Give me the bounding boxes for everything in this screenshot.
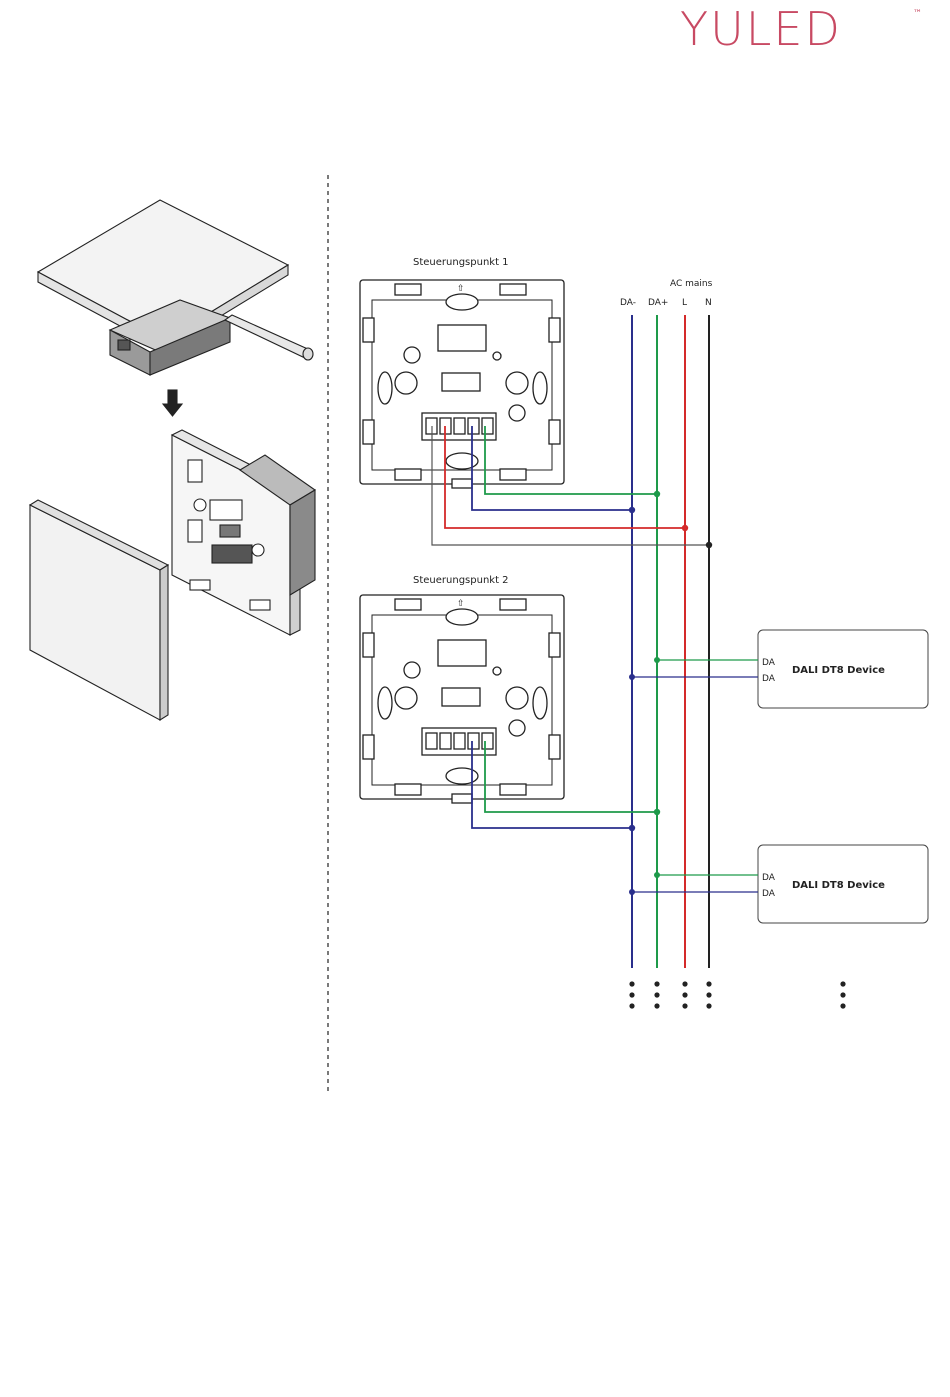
controller-1-label: Steuerungspunkt 1	[413, 257, 509, 268]
wire-label-da-plus: DA+	[648, 298, 668, 308]
device-1-terminal-2: DA	[762, 674, 776, 684]
device-1-terminal-1: DA	[762, 658, 776, 668]
brand-logo: YULED ™	[680, 2, 922, 56]
controller-1-up-arrow: ⇧	[457, 284, 465, 294]
vertical-dots-icon	[629, 981, 845, 1008]
arrow-down-icon	[163, 390, 182, 416]
device-2-terminal-2: DA	[762, 889, 776, 899]
device-2-terminal-1: DA	[762, 873, 776, 883]
wire-label-n: N	[705, 298, 712, 308]
wire-label-da-minus: DA-	[620, 298, 636, 308]
dali-device-1: DA DA DALI DT8 Device	[629, 630, 928, 708]
wire-label-l: L	[682, 298, 687, 308]
brand-name: YULED	[680, 2, 842, 56]
ac-mains-label: AC mains	[670, 279, 713, 289]
controller-1-junctions	[629, 491, 712, 548]
device-2-name: DALI DT8 Device	[792, 880, 885, 891]
screwdriver-panel-removal-icon	[38, 200, 313, 375]
controller-2: Steuerungspunkt 2	[360, 575, 564, 803]
brand-trademark: ™	[913, 9, 922, 19]
back-plate-isometric	[172, 430, 315, 635]
bus-lines	[632, 315, 709, 968]
controller-2-label: Steuerungspunkt 2	[413, 575, 509, 586]
front-panel-isometric	[30, 500, 168, 720]
device-1-name: DALI DT8 Device	[792, 665, 885, 676]
installation-illustration	[30, 200, 315, 720]
controller-1: Steuerungspunkt 1	[360, 257, 564, 488]
controller-2-up-arrow: ⇧	[457, 599, 465, 609]
dali-device-2: DA DA DALI DT8 Device	[629, 845, 928, 923]
